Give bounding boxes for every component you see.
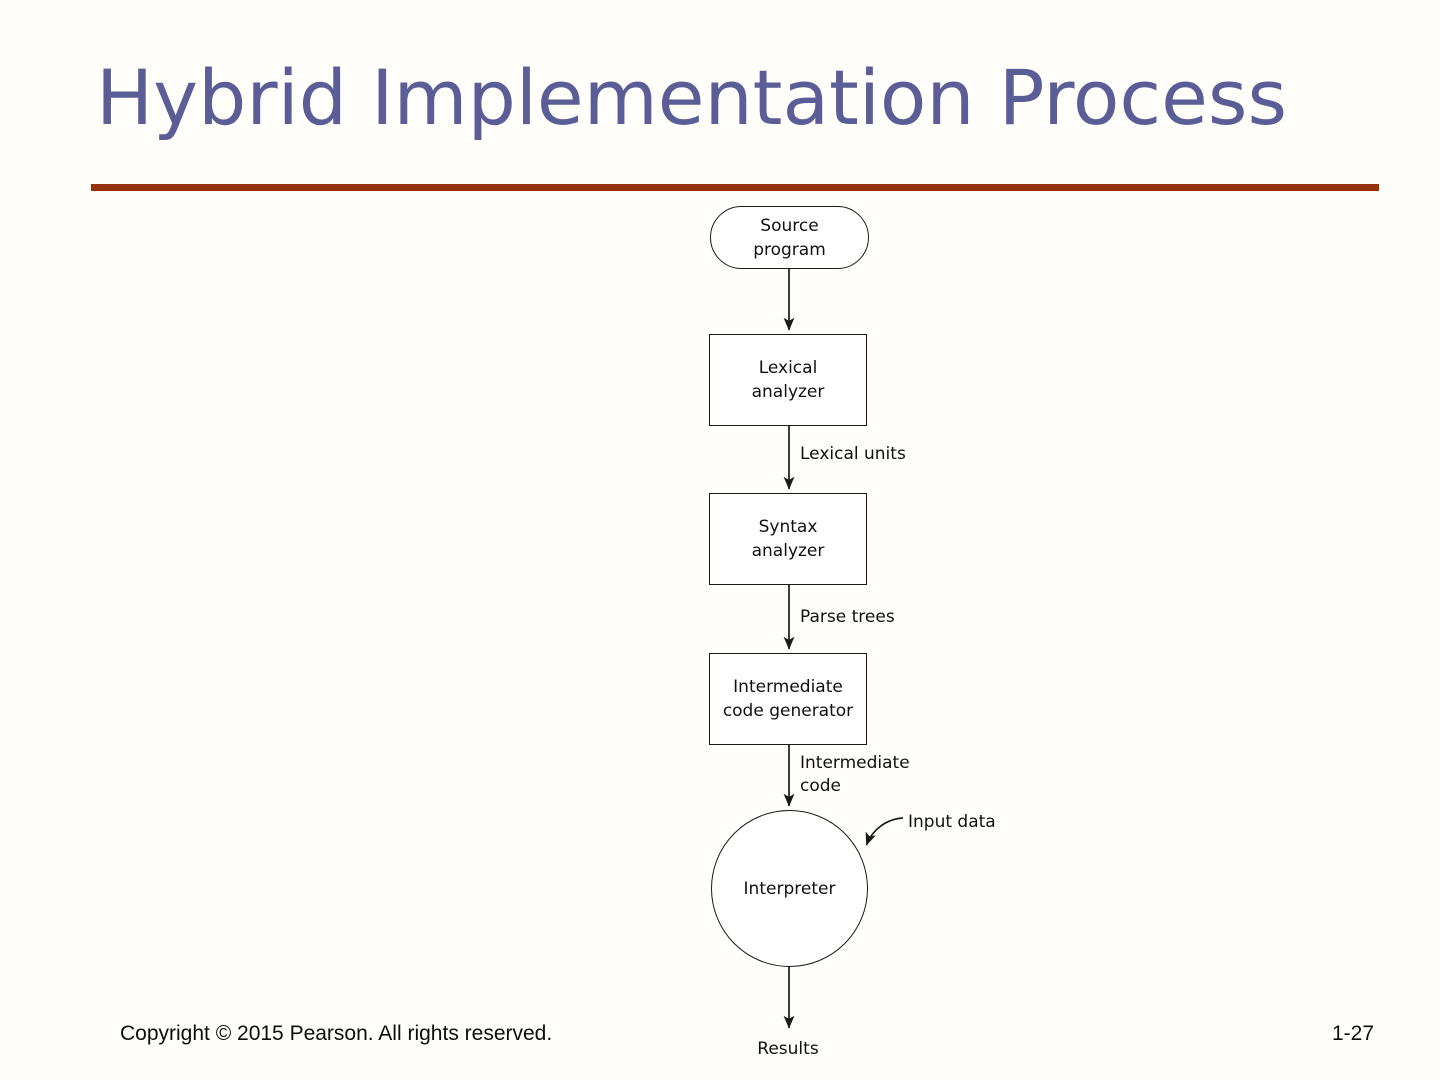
leader-input-data <box>865 817 904 846</box>
footer-page-number: 1-27 <box>1332 1022 1375 1045</box>
node-syntax-analyzer[interactable]: Syntax analyzer <box>709 493 867 585</box>
node-interpreter[interactable]: Interpreter <box>711 810 868 967</box>
node-source-program[interactable]: Source program <box>710 206 869 269</box>
footer-copyright: Copyright © 2015 Pearson. All rights res… <box>120 1022 553 1045</box>
title-divider-rule <box>91 184 1379 191</box>
edge-label-lexical-units: Lexical units <box>800 444 906 464</box>
node-interpreter-label: Interpreter <box>743 878 836 899</box>
node-syntax-analyzer-line2: analyzer <box>751 541 825 561</box>
node-intermediate-code-generator[interactable]: Intermediate code generator <box>709 653 867 745</box>
node-lexical-analyzer-line1: Lexical <box>758 358 818 378</box>
edge-label-parse-trees: Parse trees <box>800 607 895 627</box>
node-source-program-line2: program <box>753 239 826 260</box>
node-intermediate-code-generator-line2: code generator <box>722 701 854 721</box>
node-syntax-analyzer-line1: Syntax <box>758 517 818 537</box>
node-lexical-analyzer[interactable]: Lexical analyzer <box>709 334 867 426</box>
caption-results: Results <box>757 1039 819 1059</box>
page-title: Hybrid Implementation Process <box>96 53 1288 142</box>
edge-label-input-data: Input data <box>908 812 996 832</box>
node-source-program-line1: Source <box>760 215 819 236</box>
node-intermediate-code-generator-line1: Intermediate <box>733 677 843 697</box>
node-lexical-analyzer-line2: analyzer <box>751 382 825 402</box>
edge-label-intermediate-code: Intermediate code <box>800 753 910 796</box>
